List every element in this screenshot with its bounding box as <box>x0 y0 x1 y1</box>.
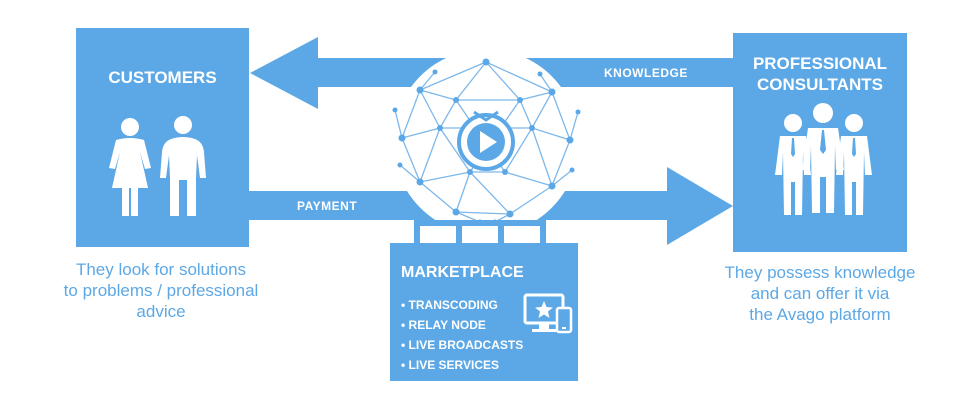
customers-caption-line: They look for solutions <box>75 260 247 279</box>
customers-title: CUSTOMERS <box>108 68 217 87</box>
marketplace-connectors <box>414 220 546 248</box>
payment-label: PAYMENT <box>297 199 358 213</box>
customers-box <box>76 28 249 247</box>
marketplace-list: TRANSCODING RELAY NODE LIVE BROADCASTS L… <box>401 295 524 375</box>
consultants-caption: They possess knowledge and can offer it … <box>680 262 960 325</box>
consultants-title-line: CONSULTANTS <box>757 75 883 94</box>
devices-star-icon <box>523 293 573 334</box>
marketplace-item: RELAY NODE <box>401 315 523 335</box>
marketplace-item: LIVE SERVICES <box>401 355 523 375</box>
man-woman-icon <box>109 116 206 216</box>
customers-caption: They look for solutions to problems / pr… <box>16 259 306 322</box>
customers-caption-line: to problems / professional <box>63 281 259 300</box>
consultants-title-line: PROFESSIONAL <box>752 54 888 73</box>
knowledge-label: KNOWLEDGE <box>604 66 688 80</box>
consultants-title: PROFESSIONAL CONSULTANTS <box>733 53 907 95</box>
consultants-caption-line: the Avago platform <box>749 305 891 324</box>
consultants-caption-line: and can offer it via <box>750 284 890 303</box>
marketplace-item: TRANSCODING <box>401 295 523 315</box>
marketplace-title: MARKETPLACE <box>401 264 524 281</box>
network-play-icon <box>392 49 581 235</box>
consultants-caption-line: They possess knowledge <box>724 263 916 282</box>
marketplace-item: LIVE BROADCASTS <box>401 335 524 355</box>
business-people-icon <box>775 103 872 215</box>
customers-caption-line: advice <box>136 302 186 321</box>
